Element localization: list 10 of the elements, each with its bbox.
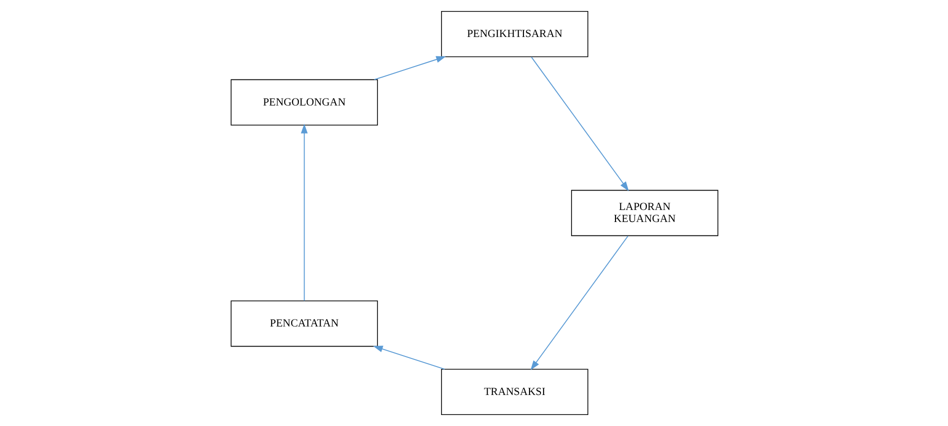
arrow xyxy=(300,124,308,302)
node-box: PENCATATAN xyxy=(230,300,378,347)
node-box: PENGIKHTISARAN xyxy=(440,10,588,58)
node-box: TRANSAKSI xyxy=(440,368,588,416)
node-box: LAPORAN KEUANGAN xyxy=(570,190,718,236)
arrow xyxy=(530,236,628,370)
arrow xyxy=(372,346,445,370)
arrow xyxy=(373,56,446,80)
node-box: PENGOLONGAN xyxy=(230,79,378,126)
arrow xyxy=(530,56,628,192)
